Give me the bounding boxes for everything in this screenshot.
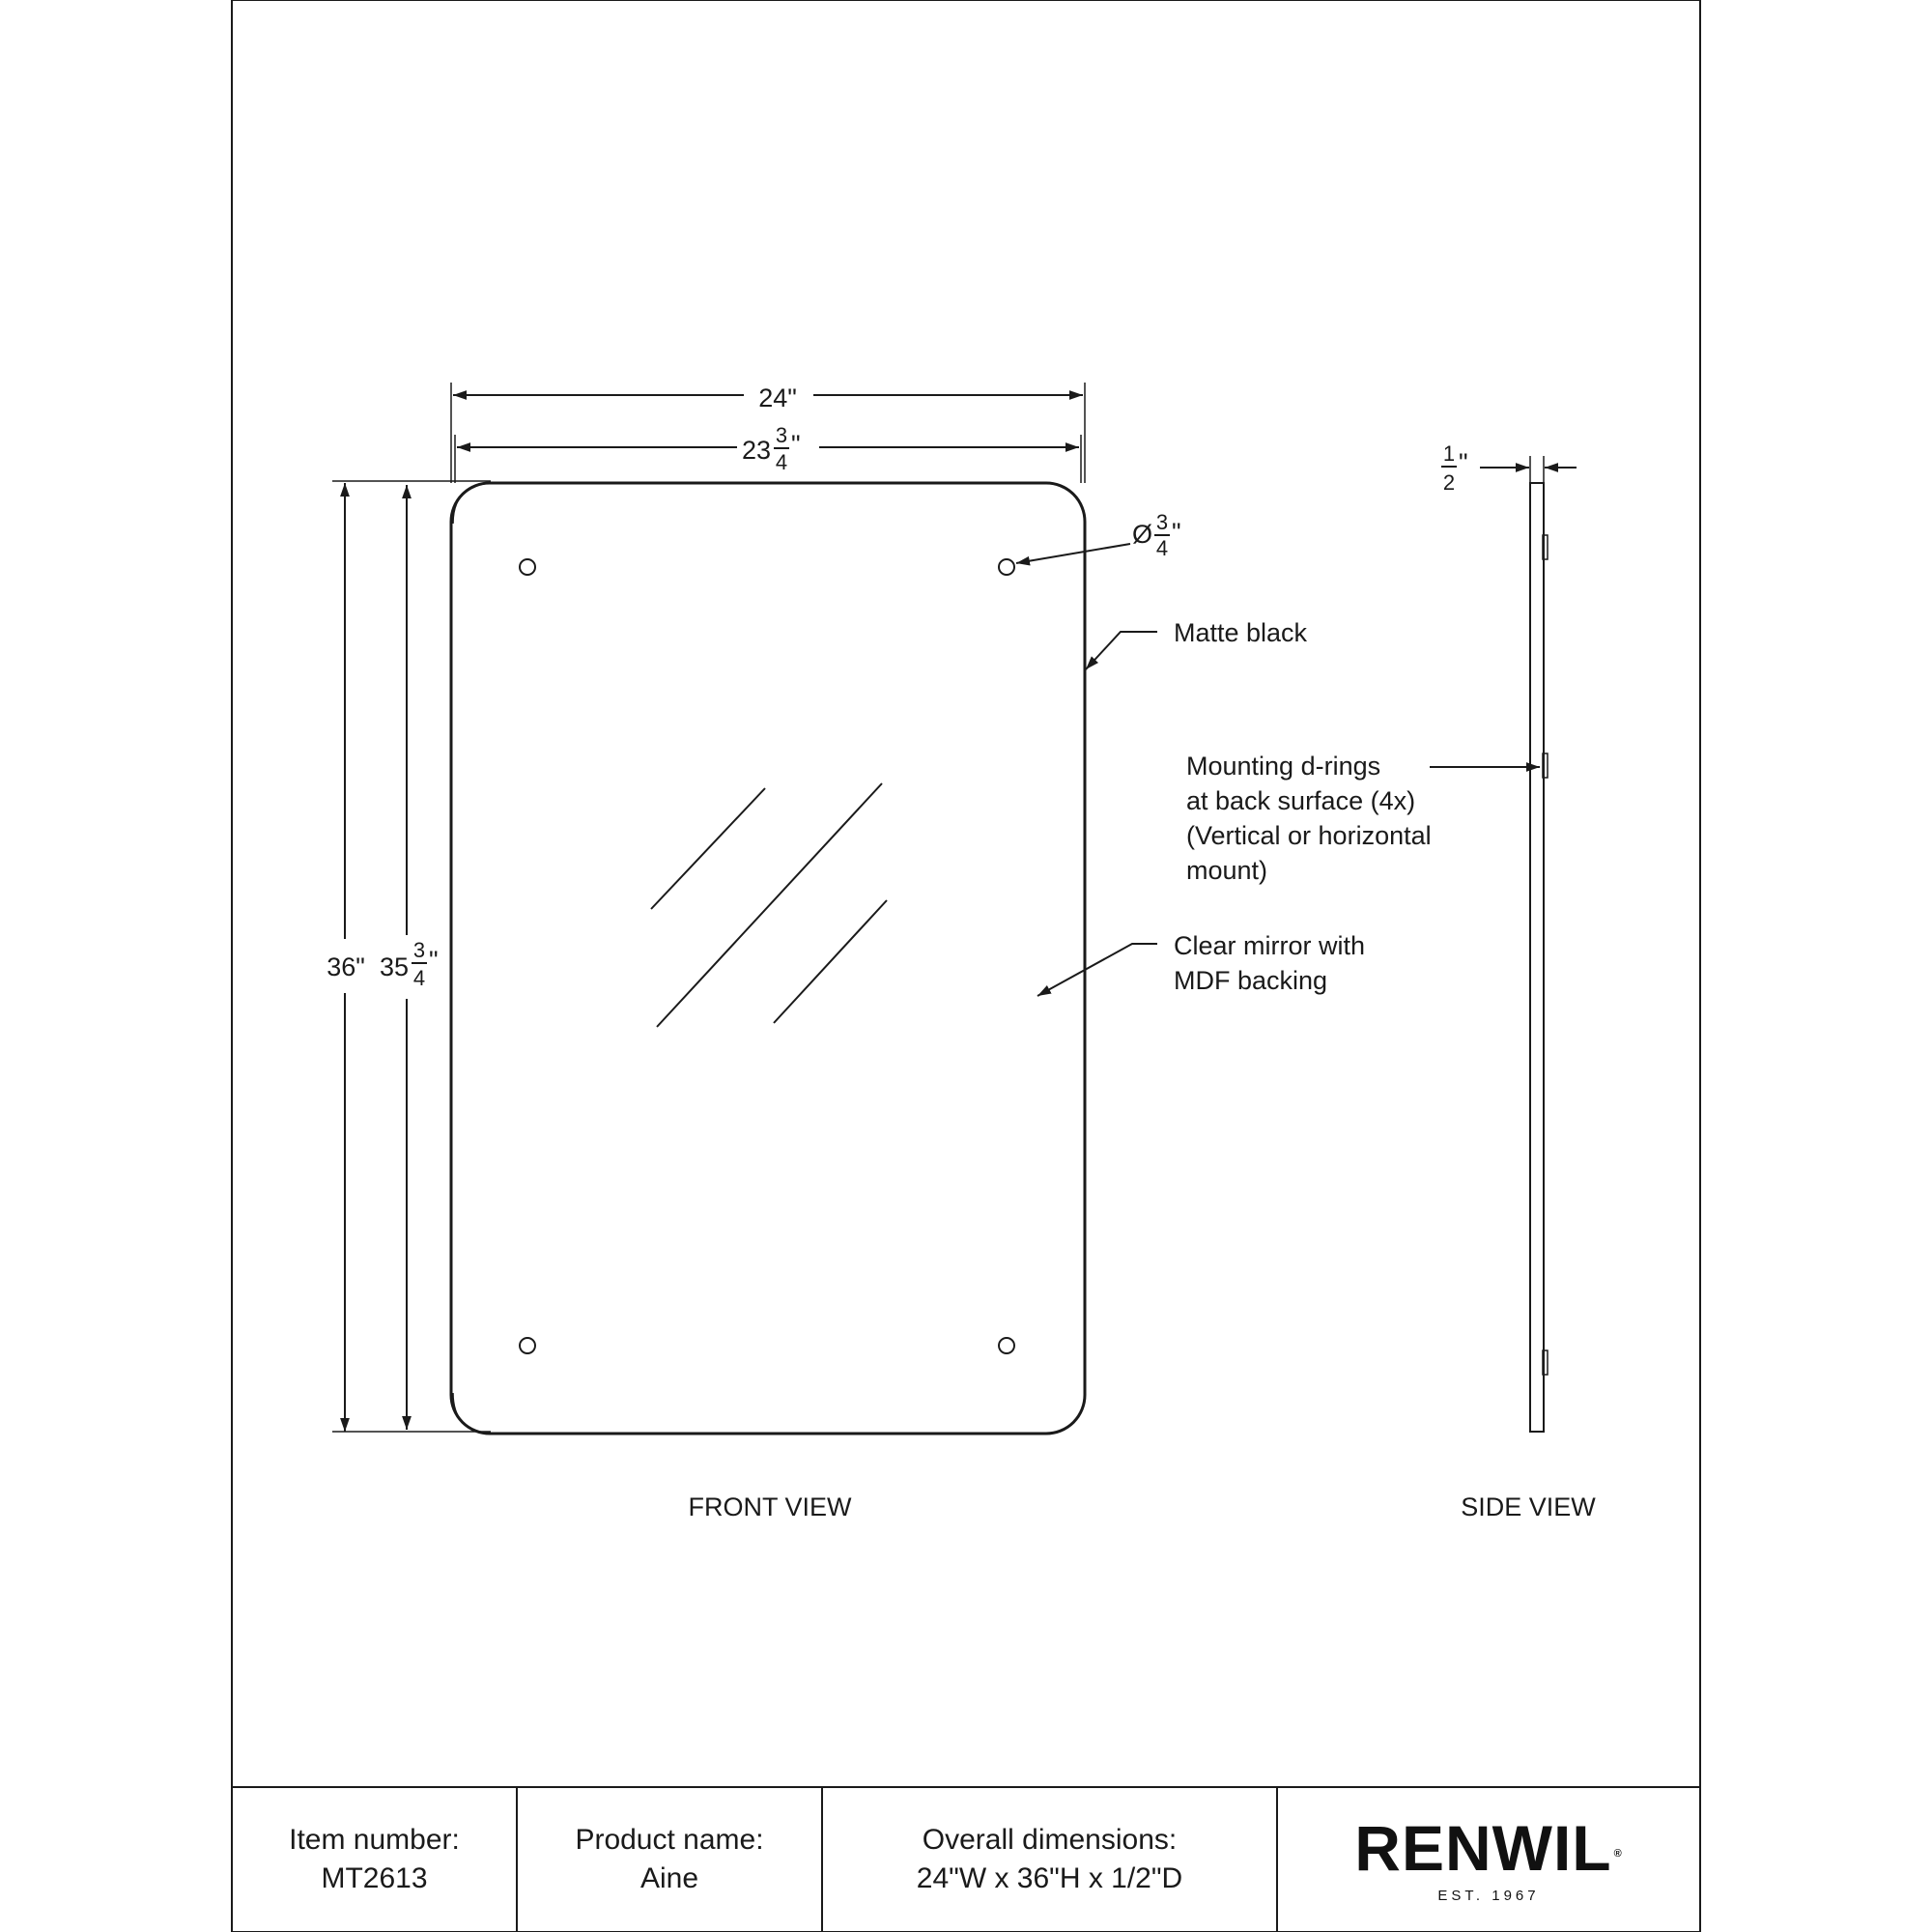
fraction-numerator: 3 <box>1156 510 1168 534</box>
callout-mirror-line1: Clear mirror with <box>1174 931 1365 960</box>
inch-mark: " <box>1459 448 1468 477</box>
frame-corner-detail <box>452 482 493 1435</box>
side-view: 1 2 " Mounting d-rings at back surface (… <box>1186 441 1596 1521</box>
callout-mirror-line2: MDF backing <box>1174 966 1327 995</box>
renwil-logo: RENWIL® EST. 1967 <box>1277 1787 1700 1932</box>
leader-line-mirror <box>1037 943 1157 997</box>
callout-d-rings-line1: Mounting d-rings <box>1186 752 1380 781</box>
d-ring <box>1542 1350 1548 1376</box>
overall-dimensions-label: Overall dimensions: <box>922 1824 1178 1856</box>
title-block-grid <box>232 1786 1700 1932</box>
reflection-line <box>656 782 883 1028</box>
mounting-hole-bottom-right <box>998 1337 1015 1354</box>
front-view-label: FRONT VIEW <box>688 1492 852 1521</box>
dimension-inner-width: 23 3 4 " <box>742 423 801 474</box>
dimension-depth: 1 2 " <box>1441 441 1468 495</box>
sheet-border <box>231 0 1701 1932</box>
callout-d-rings-line2: at back surface (4x) <box>1186 786 1415 815</box>
inch-mark: " <box>429 946 439 975</box>
dimension-inner-height-whole: 35 <box>380 952 409 981</box>
inch-mark: " <box>1172 518 1181 547</box>
hole-diameter-callout: Ø 3 4 " <box>1132 510 1181 560</box>
brand-established: EST. 1967 <box>1437 1887 1540 1904</box>
fraction-numerator: 3 <box>776 423 787 447</box>
dimension-inner-height: 35 3 4 " <box>380 938 439 990</box>
fraction-numerator: 1 <box>1443 441 1455 466</box>
overall-dimensions-cell: Overall dimensions: 24"W x 36"H x 1/2"D <box>822 1787 1277 1932</box>
mirror-side-profile <box>1529 482 1545 1433</box>
d-ring <box>1542 534 1548 560</box>
fraction-numerator: 3 <box>413 938 425 962</box>
callout-d-rings-line4: mount) <box>1186 856 1267 885</box>
reflection-line <box>650 787 766 910</box>
registered-mark: ® <box>1613 1847 1623 1860</box>
reflection-line <box>773 899 888 1024</box>
product-name-cell: Product name: Aine <box>517 1787 822 1932</box>
leader-line-frame <box>1085 631 1157 670</box>
callout-matte-black: Matte black <box>1174 618 1308 647</box>
item-number-cell: Item number: MT2613 <box>232 1787 517 1932</box>
brand-name: RENWIL <box>1354 1811 1612 1884</box>
callout-d-rings-line3: (Vertical or horizontal <box>1186 821 1432 850</box>
overall-dimensions-value: 24"W x 36"H x 1/2"D <box>916 1862 1183 1894</box>
product-name-label: Product name: <box>575 1824 764 1856</box>
mirror-outline <box>449 481 1087 1435</box>
mounting-hole-bottom-left <box>519 1337 536 1354</box>
item-number-label: Item number: <box>289 1824 460 1856</box>
dimension-overall-height: 36" <box>327 952 365 981</box>
fraction-denominator: 4 <box>776 450 787 474</box>
d-ring <box>1542 753 1548 779</box>
item-number-value: MT2613 <box>321 1862 428 1894</box>
diameter-symbol: Ø <box>1132 520 1152 549</box>
side-view-label: SIDE VIEW <box>1461 1492 1596 1521</box>
brand-wordmark: RENWIL® <box>1354 1816 1622 1880</box>
fraction-denominator: 4 <box>413 966 425 990</box>
fraction-denominator: 2 <box>1443 470 1455 495</box>
inch-mark: " <box>791 430 801 459</box>
dimension-overall-width: 24" <box>758 384 797 412</box>
product-name-value: Aine <box>639 1862 699 1894</box>
dimension-inner-width-whole: 23 <box>742 436 771 465</box>
front-view: 24" 23 3 4 " 36" 35 3 4 " Ø <box>327 383 1365 1521</box>
mounting-hole-top-left <box>519 558 536 576</box>
mounting-hole-top-right <box>998 558 1015 576</box>
fraction-denominator: 4 <box>1156 536 1168 560</box>
leader-line-hole <box>1015 543 1131 566</box>
